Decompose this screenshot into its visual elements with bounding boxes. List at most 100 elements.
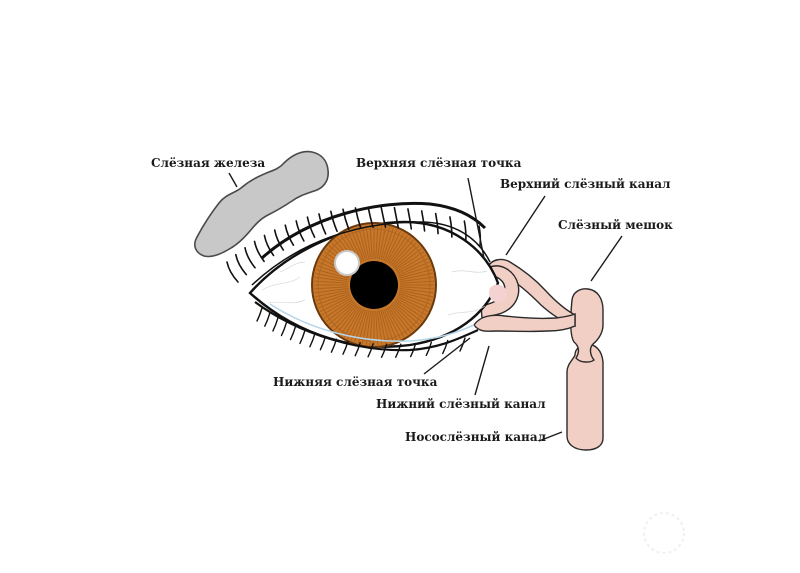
lower-eyelash	[330, 338, 338, 353]
iris-ray	[314, 276, 349, 283]
iris-ray	[315, 272, 349, 281]
eye-highlight	[334, 250, 360, 276]
iris-ray	[318, 294, 351, 309]
iris-ray	[365, 225, 372, 260]
iris-ray	[399, 286, 434, 290]
iris-ray	[314, 280, 349, 284]
iris-ray	[395, 299, 425, 319]
iris-ray	[396, 254, 427, 273]
iris-ray	[323, 299, 353, 319]
iris-ray	[395, 251, 425, 271]
lacrimal-sac-shape	[569, 288, 604, 363]
label-lower-punctum: Нижняя слёзная точка	[273, 375, 438, 389]
upper-eyelash	[393, 206, 400, 229]
iris-ray	[317, 292, 350, 305]
iris-ray	[315, 268, 350, 279]
iris-ray	[369, 225, 373, 260]
iris-ray	[383, 308, 398, 341]
label-upper-punctum: Верхняя слёзная точка	[356, 156, 522, 170]
upper-eyelash	[463, 220, 467, 242]
iris-ray	[398, 265, 431, 278]
iris-ray	[381, 228, 394, 261]
upper-eyelash	[295, 220, 305, 242]
iris-ray	[314, 287, 349, 294]
lower-eyelashes	[256, 307, 466, 358]
lower-eyelash	[395, 343, 402, 358]
lacrimal-gland-shape	[194, 150, 329, 258]
iris-ray	[334, 304, 358, 331]
iris-ray	[385, 230, 401, 262]
leader-lacrimal-gland	[228, 172, 238, 188]
upper-eyelash	[407, 208, 413, 230]
iris-ray	[389, 237, 411, 265]
upper-eyelash	[284, 224, 295, 247]
upper-eyelash	[367, 206, 374, 229]
iris-ray	[398, 291, 433, 302]
upper-eyelashes	[226, 206, 482, 283]
lower-eyelash	[264, 312, 271, 327]
iris-ray	[314, 286, 349, 290]
iris-ray	[376, 225, 383, 260]
upper-eyelash	[420, 210, 426, 232]
iris-ray	[397, 294, 430, 309]
iris-ray	[389, 305, 411, 333]
iris-ray	[398, 268, 433, 279]
iris-ray	[375, 225, 379, 260]
iris-ray	[386, 307, 405, 338]
iris-ray	[315, 289, 349, 298]
upper-eyelash	[235, 253, 248, 276]
iris-ray	[392, 242, 417, 267]
upper-eyelid-crease	[251, 221, 491, 286]
iris-ray	[357, 226, 368, 261]
label-nasolacrimal-duct: Носослёзный канал	[405, 430, 547, 444]
lower-eyelid-tearfilm	[269, 303, 475, 342]
label-lacrimal-gland: Слёзная железа	[151, 156, 265, 170]
iris-ray	[386, 232, 405, 263]
lower-eyelash	[442, 339, 449, 355]
eye	[226, 201, 507, 358]
upper-eyelash	[306, 216, 316, 238]
iris-ray	[350, 229, 365, 262]
leader-lower-canaliculus	[474, 345, 490, 396]
iris-ray	[392, 303, 417, 328]
iris-ray	[347, 230, 363, 262]
iris-ray	[388, 234, 408, 264]
iris-ray	[321, 297, 352, 316]
label-lacrimal-sac: Слёзный мешок	[558, 218, 673, 232]
upper-eyelash	[449, 216, 453, 238]
iris-ray	[397, 296, 429, 312]
iris-ray	[388, 306, 408, 336]
iris-ray	[397, 261, 430, 276]
upper-eyelash	[434, 212, 439, 235]
label-lower-canaliculus: Нижний слёзный канал	[376, 397, 546, 411]
iris-ray	[399, 280, 434, 284]
iris-ray	[319, 296, 351, 312]
lower-eyelash	[367, 343, 374, 358]
iris-ray	[376, 310, 383, 345]
iris-ray	[380, 309, 391, 344]
lower-eyelash	[280, 321, 288, 337]
watermark-ring	[643, 512, 685, 554]
iris-ray	[385, 308, 401, 340]
leader-lines	[228, 172, 623, 442]
leader-lacrimal-sac	[590, 235, 623, 282]
iris-ray	[394, 300, 422, 322]
lower-eyelash	[380, 343, 388, 358]
iris-ray	[380, 226, 391, 261]
lower-eyelash	[289, 325, 297, 341]
lower-eyelash	[256, 307, 263, 322]
iris-ray	[394, 248, 422, 270]
lower-eyelash	[309, 333, 316, 348]
leader-upper-canaliculus	[505, 195, 546, 256]
lower-eyelash	[459, 337, 466, 352]
iris-ray	[399, 287, 434, 294]
iris-ray	[361, 226, 370, 260]
lower-eyelash	[354, 342, 361, 357]
leader-lower-punctum	[423, 337, 471, 375]
upper-eyelash	[226, 261, 239, 283]
iris-ray	[350, 308, 365, 341]
caruncle-shape	[489, 284, 507, 303]
iris-ray	[378, 226, 387, 260]
